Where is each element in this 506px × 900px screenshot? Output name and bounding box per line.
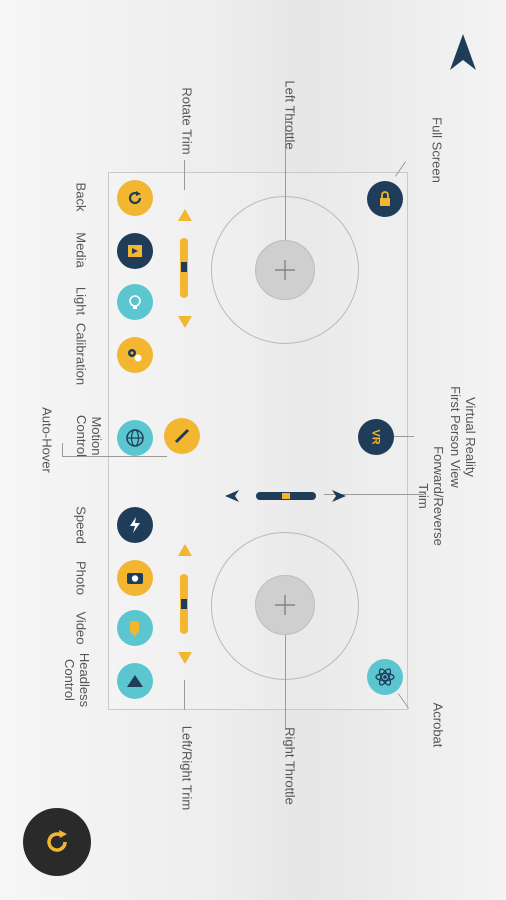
camera-icon [127, 573, 143, 584]
slider-thumb[interactable] [282, 493, 290, 499]
full-screen-button[interactable] [367, 181, 403, 217]
vr-label-line1: Virtual Reality [462, 397, 478, 477]
plus-icon [275, 595, 295, 615]
leader-line [285, 635, 286, 730]
leader-line [394, 436, 414, 437]
acrobat-label: Acrobat [430, 702, 446, 748]
vr-label: Virtual Reality First Person View [447, 386, 478, 488]
rotate-trim-slider[interactable] [180, 238, 188, 298]
mountain-icon [127, 675, 143, 687]
back-button[interactable] [117, 180, 153, 216]
media-label: Media [73, 232, 89, 268]
headless-line2: Control [62, 659, 77, 701]
reset-button[interactable] [23, 808, 91, 876]
plus-icon [275, 260, 295, 280]
media-gallery-icon [128, 245, 142, 257]
forward-reverse-line2: Trim [416, 483, 431, 509]
chevron-left-icon[interactable] [224, 489, 240, 503]
back-label: Back [73, 182, 89, 212]
speed-button[interactable] [117, 507, 153, 543]
motion-control-button[interactable] [117, 420, 153, 456]
left-right-trim-slider[interactable] [180, 574, 188, 634]
motion-control-line1: Motion [88, 416, 104, 456]
gears-icon [128, 349, 142, 362]
lightning-icon [130, 517, 140, 533]
photo-button[interactable] [117, 560, 153, 596]
chevron-down-icon[interactable] [177, 651, 193, 665]
video-label: Video [73, 611, 89, 645]
right-throttle-label: Right Throttle [282, 727, 298, 805]
globe-icon [126, 429, 144, 447]
chevron-up-icon[interactable] [177, 543, 193, 557]
vr-label-line2: First Person View [448, 386, 463, 488]
calibration-button[interactable] [117, 337, 153, 373]
slider-thumb[interactable] [181, 262, 187, 272]
left-right-trim-label: Left/Right Trim [179, 725, 195, 811]
forward-reverse-trim-label: Forward/Reverse Trim [415, 446, 446, 546]
light-button[interactable] [117, 284, 153, 320]
photo-label: Photo [73, 561, 89, 595]
chevron-down-icon[interactable] [177, 315, 193, 329]
forward-reverse-line1: Forward/Reverse [430, 446, 446, 546]
auto-hover-button[interactable] [164, 418, 200, 454]
forward-reverse-trim-slider[interactable] [256, 492, 316, 500]
rotate-trim-label: Rotate Trim [179, 87, 195, 155]
refresh-icon [47, 830, 67, 852]
atom-icon [375, 668, 395, 686]
left-throttle-label: Left Throttle [282, 80, 298, 150]
acrobat-button[interactable] [367, 659, 403, 695]
chevron-right-icon[interactable] [331, 489, 347, 503]
navigation-arrow-icon[interactable] [448, 32, 478, 72]
lightbulb-icon [129, 295, 141, 309]
headless-control-label: Headless Control [61, 652, 92, 708]
leader-line [285, 115, 286, 240]
calibration-label: Calibration [73, 322, 89, 386]
leader-line [62, 456, 167, 457]
speed-label: Speed [73, 506, 89, 544]
lock-icon [380, 191, 390, 206]
leader-line [324, 494, 424, 495]
auto-hover-label: Auto-Hover [39, 407, 55, 473]
pen-icon [174, 428, 190, 444]
leader-line [184, 680, 185, 710]
light-label: Light [73, 286, 89, 316]
refresh-arrow-icon [128, 191, 142, 205]
headless-control-button[interactable] [117, 663, 153, 699]
leader-line [62, 443, 63, 457]
chevron-up-icon[interactable] [177, 208, 193, 222]
video-button[interactable] [117, 610, 153, 646]
headless-line1: Headless [76, 652, 92, 708]
motion-control-label: Motion Control [73, 415, 104, 457]
leader-line [184, 160, 185, 190]
slider-thumb[interactable] [181, 599, 187, 609]
video-camera-icon [130, 621, 139, 637]
motion-control-line2: Control [74, 415, 89, 457]
full-screen-label: Full Screen [429, 117, 445, 183]
vr-button[interactable]: VR [358, 419, 394, 455]
media-button[interactable] [117, 233, 153, 269]
vr-badge: VR [370, 429, 382, 445]
